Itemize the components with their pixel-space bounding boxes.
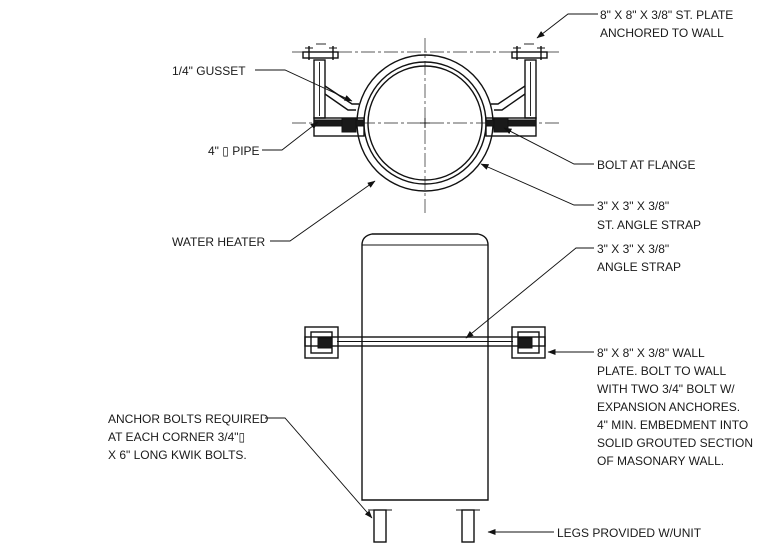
- leaders: [255, 13, 598, 535]
- label-st-angle-2: ST. ANGLE STRAP: [597, 218, 701, 232]
- label-pipe: 4" ▯ PIPE: [208, 144, 260, 158]
- left-gusset: [324, 85, 359, 105]
- label-wall-plate-4: EXPANSION ANCHORES.: [597, 400, 740, 414]
- label-water-heater: WATER HEATER: [172, 235, 265, 249]
- label-wall-plate-7: OF MASONARY WALL.: [597, 454, 724, 468]
- left-support: [302, 43, 365, 137]
- elevation-view: [304, 233, 546, 543]
- left-wall-plate: [302, 51, 339, 59]
- right-flange-bolt: [493, 117, 509, 133]
- label-anchor-1: ANCHOR BOLTS REQUIRED: [108, 412, 269, 426]
- label-anchor-3: X 6" LONG KWIK BOLTS.: [108, 448, 247, 462]
- label-st-angle-1: 3" X 3" X 3/8": [597, 199, 669, 213]
- label-angle-strap-1: 3" X 3" X 3/8": [597, 242, 669, 256]
- right-wall-plate: [511, 51, 548, 59]
- right-gusset: [491, 85, 526, 105]
- left-flange-bolt: [341, 117, 357, 133]
- label-wall-plate-5: 4" MIN. EMBEDMENT INTO: [597, 418, 748, 432]
- right-wall-plate-elevation: [511, 326, 546, 359]
- label-plate-top-1: 8" X 8" X 3/8" ST. PLATE: [600, 8, 733, 22]
- label-bolt-flange: BOLT AT FLANGE: [597, 158, 695, 172]
- label-wall-plate-3: WITH TWO 3/4" BOLT W/: [597, 382, 735, 396]
- label-angle-strap-2: ANGLE STRAP: [597, 260, 681, 274]
- left-leg: [373, 509, 387, 543]
- right-leg: [461, 509, 475, 543]
- callouts: 8" X 8" X 3/8" ST. PLATE ANCHORED TO WAL…: [108, 8, 753, 540]
- label-anchor-2: AT EACH CORNER 3/4"▯: [108, 430, 245, 444]
- right-flange-plate: [485, 119, 537, 127]
- plan-view: [292, 38, 560, 214]
- label-wall-plate-2: PLATE. BOLT TO WALL: [597, 364, 726, 378]
- left-wall-plate-elevation: [304, 326, 339, 359]
- water-heater-body: [361, 233, 489, 501]
- label-plate-top-2: ANCHORED TO WALL: [600, 26, 724, 40]
- label-wall-plate-6: SOLID GROUTED SECTION: [597, 436, 753, 450]
- label-gusset: 1/4" GUSSET: [172, 64, 246, 78]
- label-legs: LEGS PROVIDED W/UNIT: [557, 526, 702, 540]
- right-support: [485, 43, 548, 137]
- label-wall-plate-1: 8" X 8" X 3/8" WALL: [597, 346, 705, 360]
- water-heater-shell: [367, 65, 483, 181]
